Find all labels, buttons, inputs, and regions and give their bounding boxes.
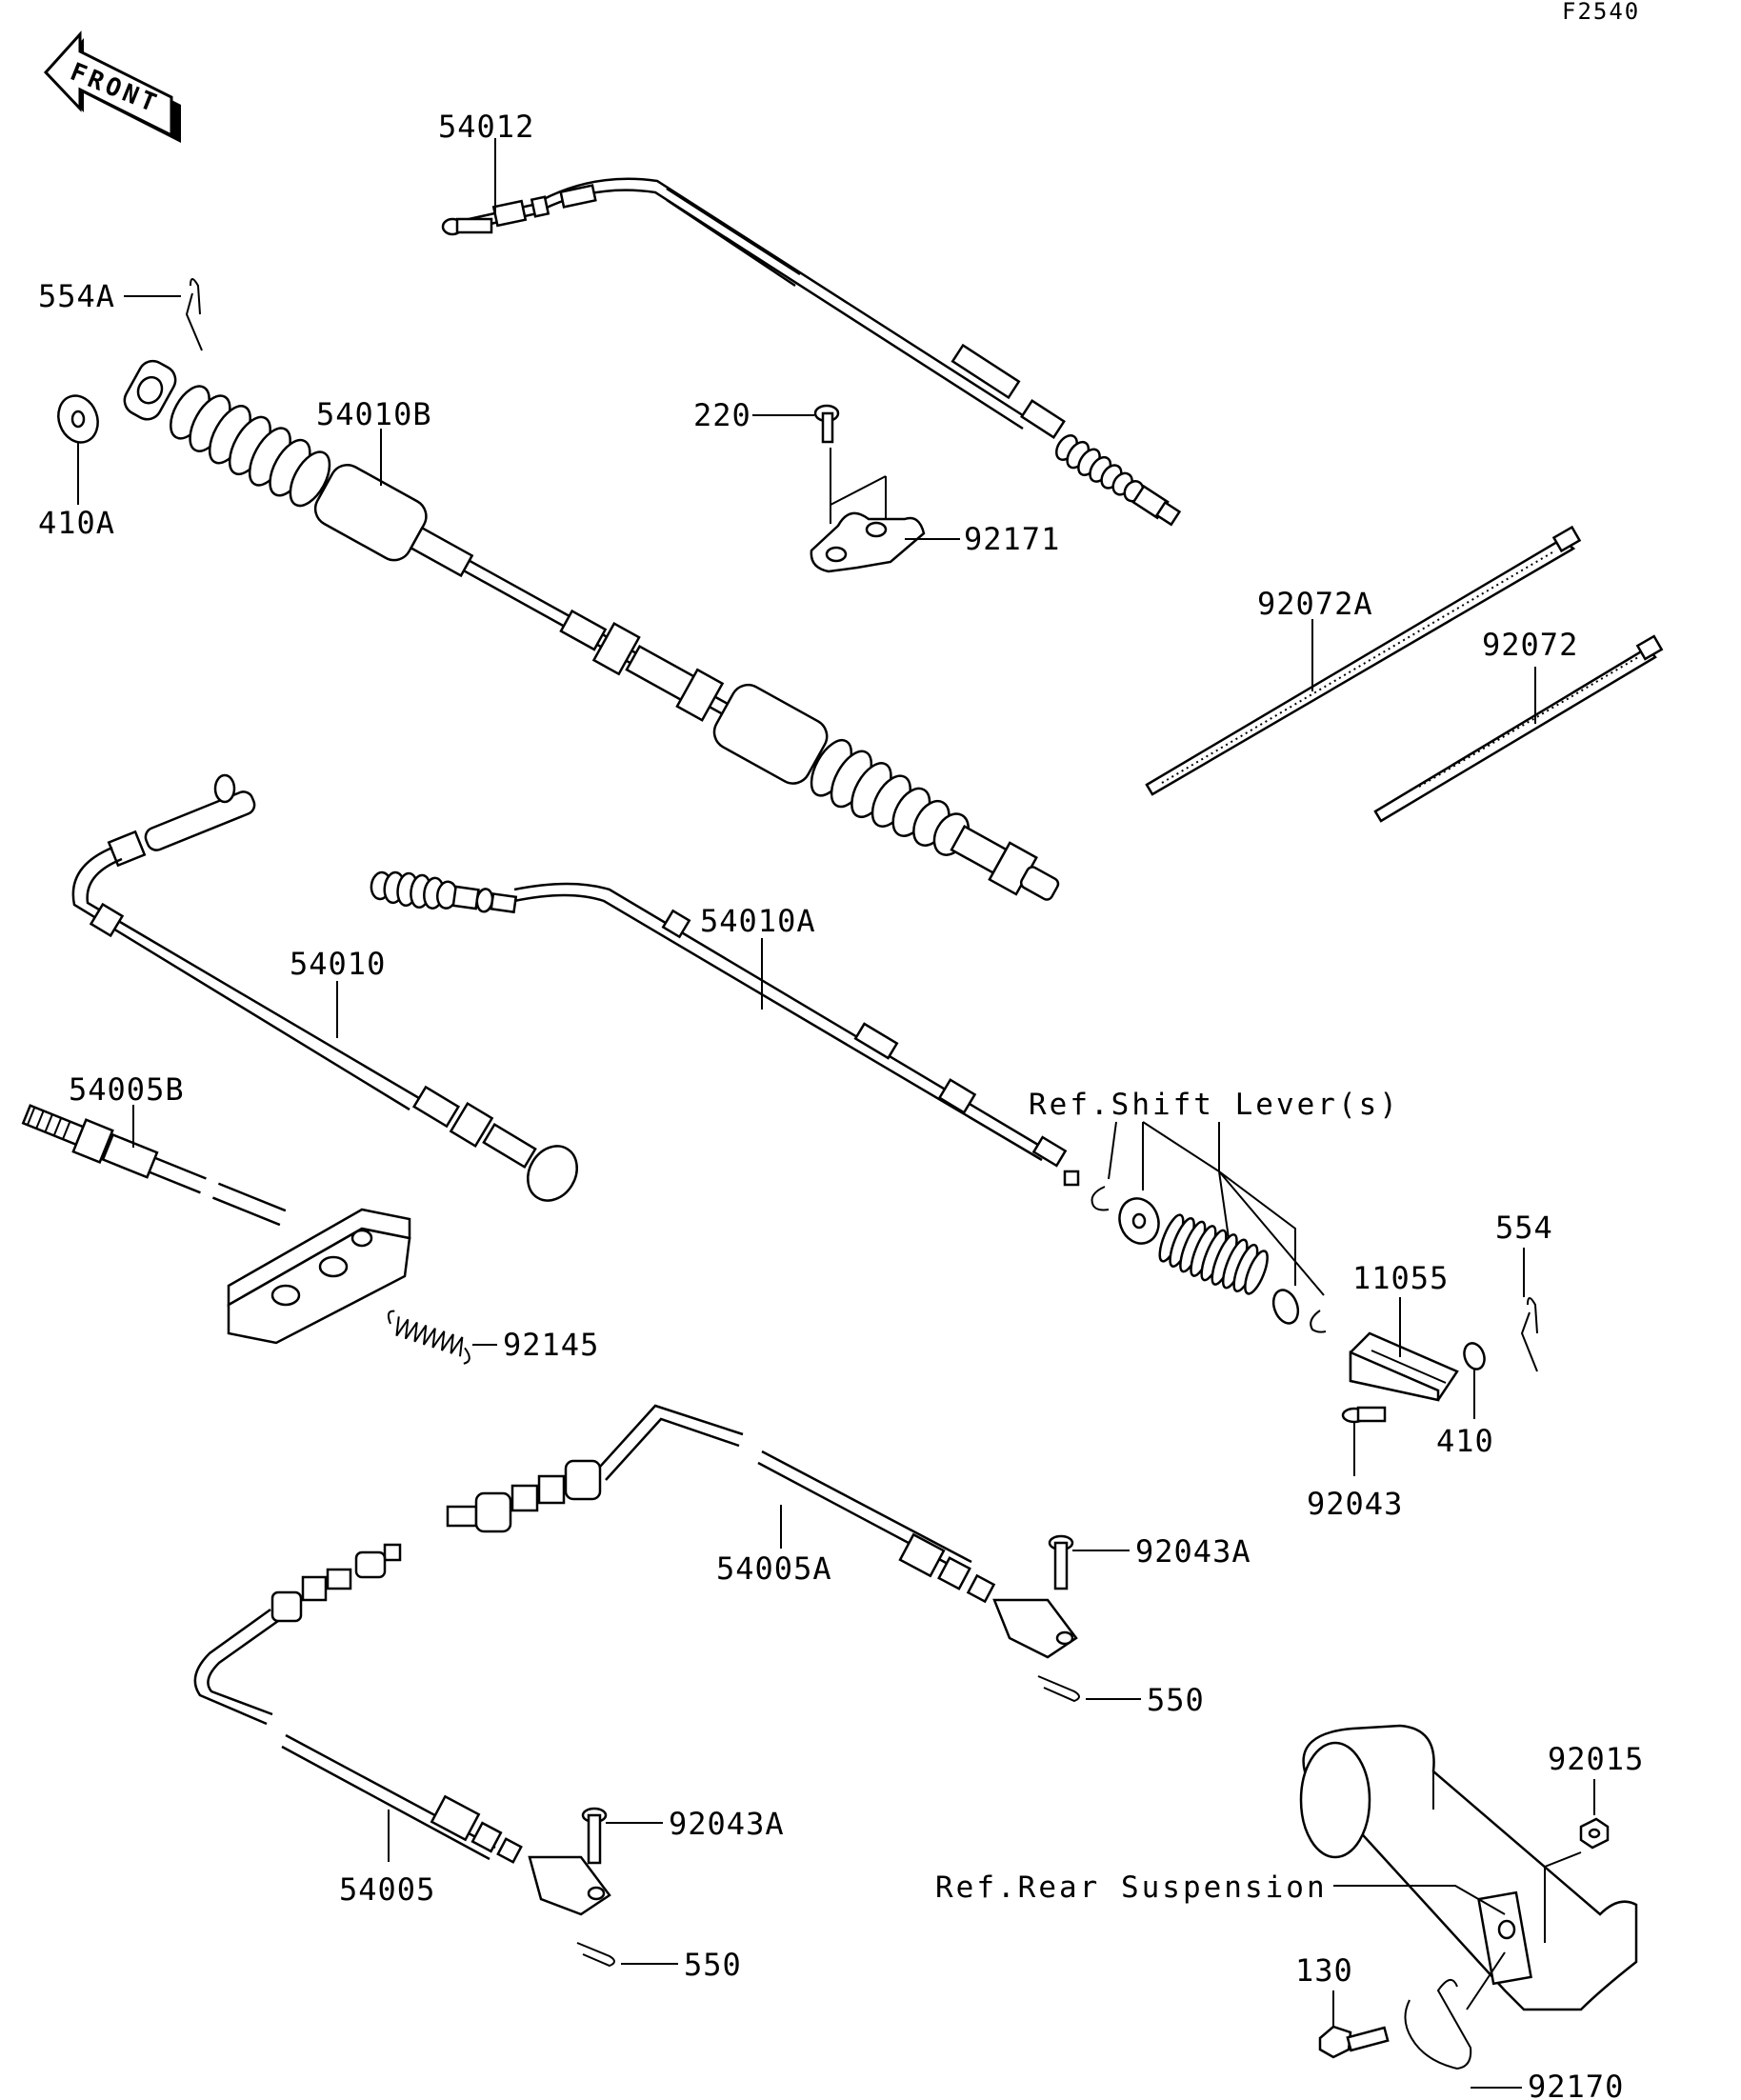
rear-suspension-arm — [1299, 1724, 1638, 2011]
figure-code: F2540 — [1562, 0, 1640, 25]
part-label-11055: 11055 — [1352, 1260, 1449, 1296]
cable-54010 — [71, 773, 578, 1202]
clip-554a — [185, 278, 203, 351]
part-label-550-lower: 550 — [684, 1947, 742, 1983]
screw-220 — [813, 404, 840, 444]
ref-shift-lever: Ref.Shift Lever(s) — [1029, 1088, 1400, 1122]
part-label-220: 220 — [693, 397, 751, 433]
cable-tie-92072a — [1145, 525, 1582, 796]
washer-410a — [57, 394, 99, 444]
cable-54005 — [193, 1543, 611, 1916]
part-label-92043a-upper: 92043A — [1135, 1533, 1251, 1570]
part-label-410a: 410A — [38, 505, 115, 541]
part-label-92171: 92171 — [964, 521, 1060, 557]
cable-54010b — [123, 359, 1060, 901]
pin-92043 — [1341, 1406, 1387, 1424]
cable-tie-92072 — [1373, 634, 1664, 823]
part-label-54010: 54010 — [290, 946, 386, 982]
nut-92015 — [1579, 1817, 1610, 1850]
bracket-54005b — [227, 1208, 411, 1345]
pin-92043a-upper — [1048, 1534, 1074, 1590]
cotter-pin-550-lower — [576, 1942, 615, 1968]
part-label-550-upper: 550 — [1147, 1682, 1205, 1718]
part-label-554a: 554A — [38, 278, 115, 314]
cable-54005b — [21, 1104, 287, 1227]
part-label-92145: 92145 — [503, 1327, 599, 1363]
part-label-54010b: 54010B — [316, 396, 432, 432]
cable-54005a — [446, 1404, 1078, 1659]
bolt-130 — [1318, 2025, 1390, 2059]
lever-11055 — [1349, 1331, 1459, 1402]
part-label-92072a: 92072A — [1257, 586, 1373, 622]
part-label-92015: 92015 — [1548, 1741, 1644, 1777]
part-label-92043: 92043 — [1307, 1486, 1403, 1522]
part-label-54012: 54012 — [438, 109, 534, 145]
clamp-92171 — [810, 511, 926, 573]
cable-54010a — [370, 870, 1080, 1187]
spring-92145 — [387, 1310, 470, 1365]
part-label-92043a-lower: 92043A — [669, 1806, 785, 1842]
part-label-54005a: 54005A — [716, 1550, 832, 1587]
cable-54012 — [441, 138, 1182, 527]
part-label-54010a: 54010A — [700, 903, 816, 939]
pin-92043a-lower — [581, 1807, 608, 1865]
washer-410 — [1463, 1342, 1486, 1370]
part-label-130: 130 — [1295, 1952, 1353, 1989]
part-label-92072: 92072 — [1482, 627, 1578, 663]
front-arrow-icon: FRONT — [43, 30, 181, 143]
ref-rear-suspension: Ref.Rear Suspension — [935, 1870, 1328, 1905]
part-label-92170: 92170 — [1528, 2069, 1624, 2100]
part-label-54005b: 54005B — [69, 1071, 185, 1108]
clip-92170 — [1404, 1979, 1472, 2070]
shift-lever-hardware — [1091, 1186, 1327, 1333]
part-label-410: 410 — [1436, 1423, 1494, 1459]
part-label-554: 554 — [1495, 1210, 1553, 1246]
part-label-54005: 54005 — [339, 1871, 435, 1908]
clip-554 — [1520, 1297, 1538, 1372]
cotter-pin-550-upper — [1037, 1675, 1080, 1703]
